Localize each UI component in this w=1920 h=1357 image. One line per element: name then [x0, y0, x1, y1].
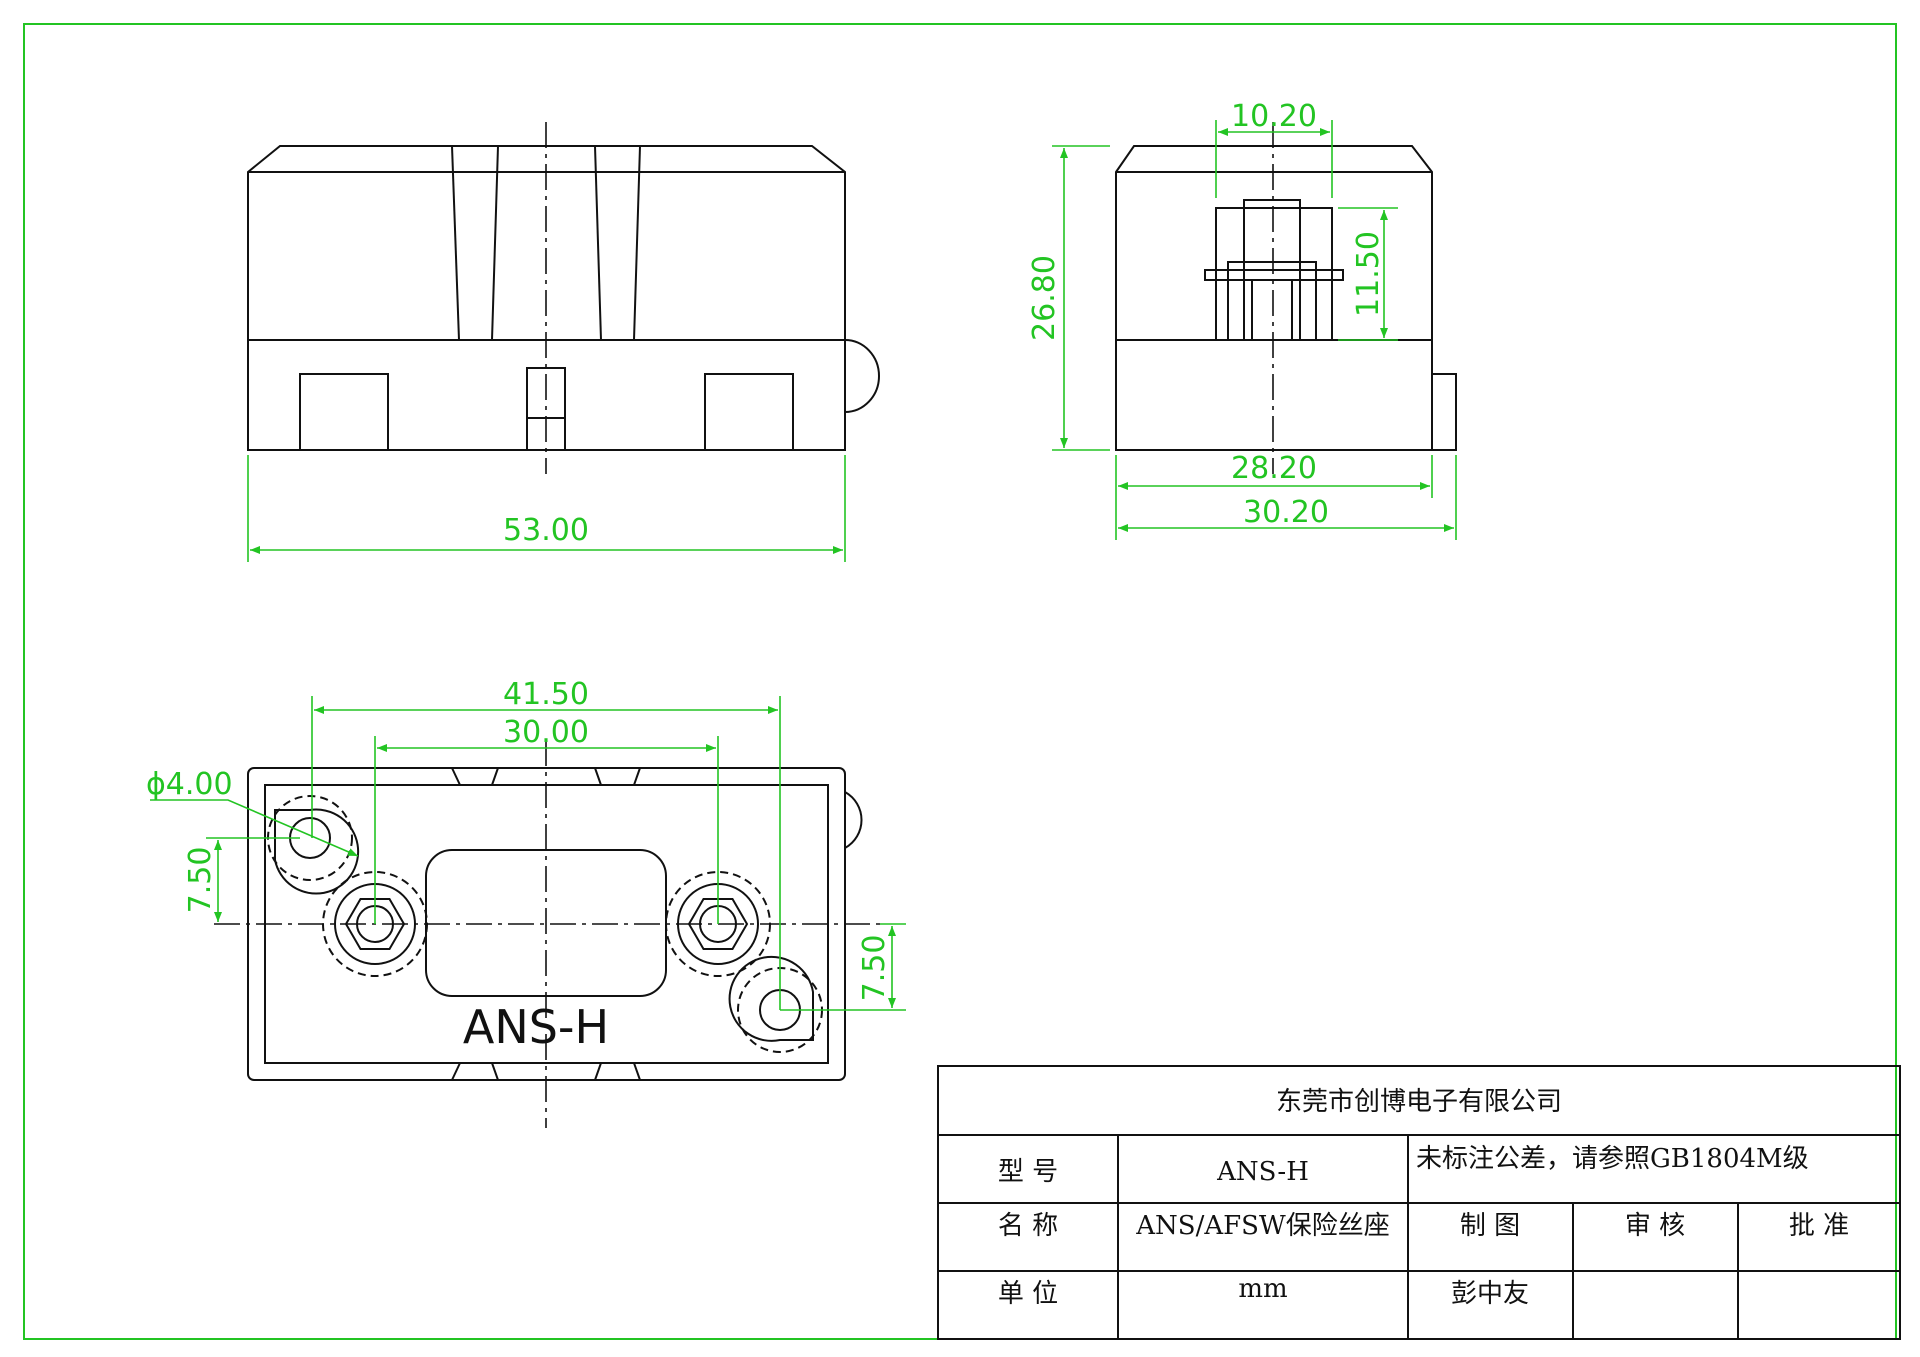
front-window-right	[704, 373, 794, 451]
title-block	[937, 1065, 1901, 1340]
front-view	[247, 145, 880, 451]
title-model-value: ANS-H	[1216, 1157, 1309, 1187]
top-model-label: ANS-H	[463, 1000, 609, 1054]
title-unit-value: mm	[1238, 1274, 1287, 1304]
side-view	[1115, 145, 1457, 451]
side-outer-width-label: 30.20	[1243, 495, 1329, 530]
front-dim-width	[247, 455, 846, 562]
front-side-tab	[844, 339, 880, 413]
side-top-width-label: 10.20	[1231, 99, 1317, 134]
title-name-label: 名 称	[998, 1211, 1058, 1241]
front-window-left	[299, 373, 389, 451]
top-offset-right-label: 7.50	[857, 935, 892, 1002]
side-terminal-outer	[1215, 207, 1333, 341]
top-hole-diameter-label: ϕ4.00	[146, 767, 233, 802]
top-dimensions	[150, 696, 906, 1011]
side-height-label: 26.80	[1027, 255, 1062, 341]
title-checked-label: 审 核	[1625, 1211, 1685, 1241]
top-side-tab	[844, 791, 863, 849]
side-slot-label: 11.50	[1351, 231, 1386, 317]
top-outer-pitch-label: 41.50	[503, 677, 589, 712]
side-washer	[1204, 269, 1344, 281]
front-width-label: 53.00	[503, 513, 589, 548]
title-unit-label: 单 位	[998, 1279, 1058, 1309]
title-drawn-by: 彭中友	[1451, 1279, 1529, 1309]
top-inner-pitch-label: 30.00	[503, 715, 589, 750]
title-approved-label: 批 准	[1789, 1211, 1849, 1241]
side-dimensions	[1052, 120, 1457, 540]
side-inner-width-label: 28.20	[1231, 451, 1317, 486]
side-tab	[1432, 373, 1457, 451]
side-body-base	[1115, 339, 1433, 451]
top-mount-hole-right	[728, 955, 814, 1042]
title-company: 东莞市创博电子有限公司	[1276, 1087, 1562, 1117]
top-mount-hole-left	[274, 808, 360, 895]
title-tolerance-note: 未标注公差，请参照GB1804M级	[1416, 1144, 1809, 1174]
title-name-value: ANS/AFSW保险丝座	[1135, 1211, 1389, 1241]
drawing-border	[23, 23, 1897, 1340]
title-model-label: 型 号	[998, 1157, 1058, 1187]
top-offset-left-label: 7.50	[183, 847, 218, 914]
title-drawn-label: 制 图	[1460, 1211, 1520, 1241]
